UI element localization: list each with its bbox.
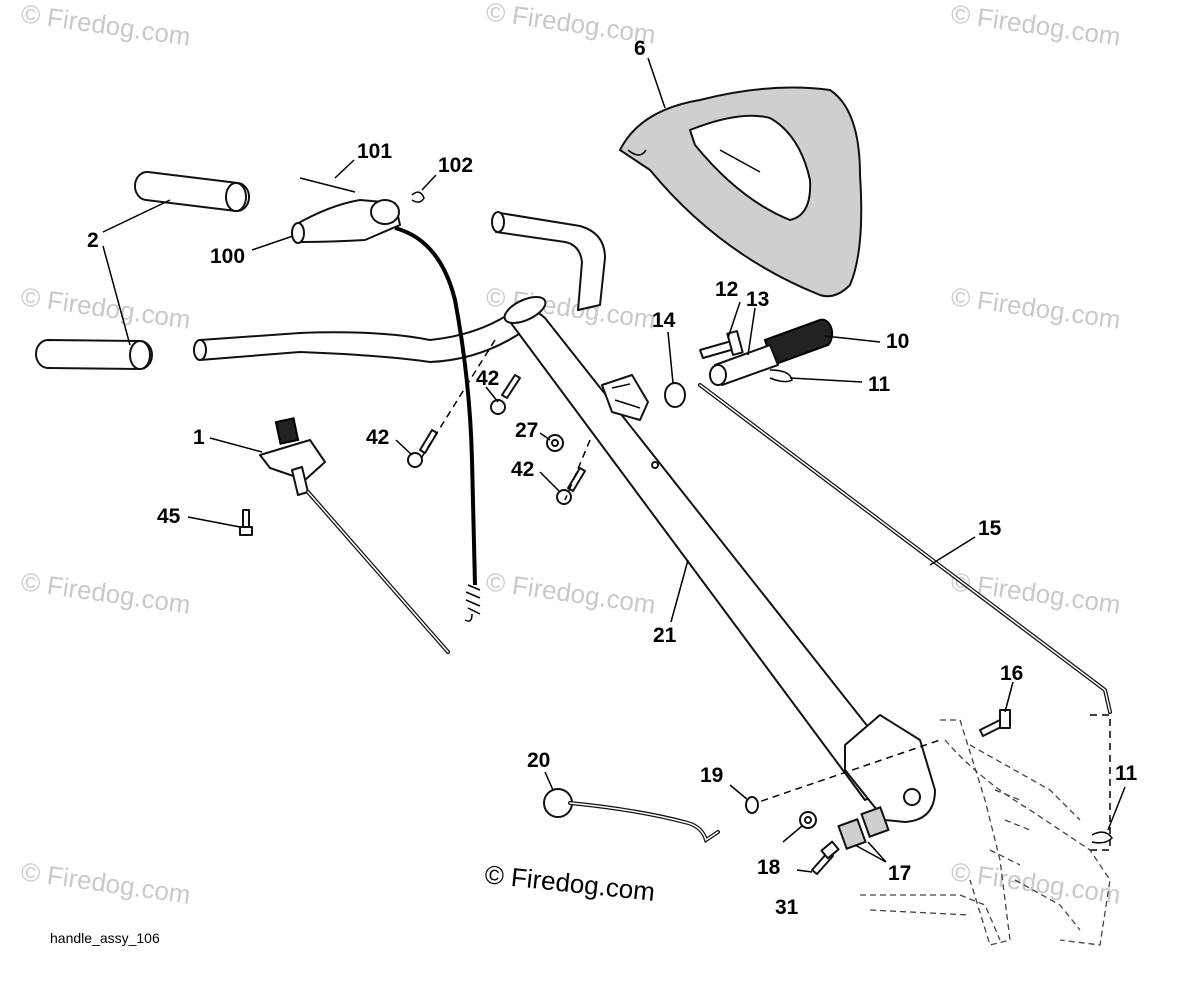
part-21-handle-tube bbox=[503, 296, 936, 823]
callout-18: 18 bbox=[757, 856, 781, 879]
part-2-grips bbox=[35, 170, 251, 370]
part-11-pin bbox=[769, 369, 1113, 844]
callout-27: 27 bbox=[515, 419, 538, 442]
watermark: © Firedog.com bbox=[949, 281, 1122, 334]
part-102-clip bbox=[411, 191, 425, 203]
callout-19: 19 bbox=[700, 764, 723, 787]
part-42-bolt bbox=[556, 467, 586, 505]
callouts: 1 2 6 10 11 11 12 13 14 15 16 17 18 19 2… bbox=[87, 37, 1138, 919]
part-27-nut bbox=[546, 434, 564, 452]
callout-16: 16 bbox=[1000, 662, 1023, 685]
callout-leaders bbox=[102, 57, 1126, 873]
part-42-bolt bbox=[407, 429, 438, 468]
watermark: © Firedog.com bbox=[19, 856, 192, 909]
dashed-lines bbox=[419, 339, 1111, 851]
callout-17: 17 bbox=[888, 862, 911, 885]
switch-bracket bbox=[601, 374, 649, 421]
part-20-shift-lever bbox=[543, 788, 720, 844]
part-101-pin bbox=[299, 177, 356, 193]
callout-6: 6 bbox=[634, 37, 646, 60]
part-13-pivot-pin bbox=[709, 344, 779, 386]
callout-1: 1 bbox=[193, 426, 205, 449]
callout-45: 45 bbox=[157, 505, 181, 528]
callout-100: 100 bbox=[210, 245, 245, 268]
watermark: © Firedog.com bbox=[19, 281, 192, 334]
callout-11: 11 bbox=[1115, 762, 1138, 785]
copyright-text: © Firedog.com bbox=[483, 859, 656, 907]
callout-13: 13 bbox=[746, 288, 769, 311]
part-16-bolt bbox=[979, 709, 1011, 737]
callout-42: 42 bbox=[476, 367, 499, 390]
callout-14: 14 bbox=[652, 309, 676, 332]
callout-102: 102 bbox=[438, 154, 473, 177]
callout-42: 42 bbox=[511, 458, 534, 481]
part-14-spacer bbox=[664, 382, 686, 408]
part-12-bolt bbox=[699, 330, 744, 359]
watermark: © Firedog.com bbox=[949, 0, 1122, 52]
watermark: © Firedog.com bbox=[484, 566, 657, 619]
part-6-console-cover bbox=[618, 86, 863, 298]
watermark: © Firedog.com bbox=[19, 0, 192, 52]
part-18-nut bbox=[799, 811, 817, 829]
part-100-control-lever bbox=[291, 199, 401, 244]
watermark: © Firedog.com bbox=[19, 566, 192, 619]
callout-21: 21 bbox=[653, 624, 677, 647]
part-1-bracket bbox=[259, 417, 450, 654]
part-45-bolt bbox=[239, 509, 253, 536]
callout-10: 10 bbox=[886, 330, 909, 353]
watermark: © Firedog.com bbox=[484, 0, 657, 50]
part-19-washer bbox=[745, 796, 759, 814]
callout-101: 101 bbox=[357, 140, 392, 163]
callout-11: 11 bbox=[868, 373, 891, 396]
watermark: © Firedog.com bbox=[949, 856, 1122, 909]
callout-12: 12 bbox=[715, 278, 738, 301]
part-31-bolt bbox=[811, 840, 840, 875]
callout-42: 42 bbox=[366, 426, 389, 449]
watermarks: © Firedog.com © Firedog.com © Firedog.co… bbox=[19, 0, 1122, 910]
frame-phantom bbox=[860, 719, 1111, 946]
part-42-bolt bbox=[490, 374, 521, 415]
cable bbox=[394, 226, 481, 622]
callout-15: 15 bbox=[978, 517, 1002, 540]
callout-31: 31 bbox=[775, 896, 799, 919]
part-17-pads bbox=[837, 806, 890, 850]
callout-2: 2 bbox=[87, 229, 99, 252]
diagram-label: handle_assy_106 bbox=[50, 930, 160, 946]
part-15-rod bbox=[698, 383, 1112, 714]
part-10-drive-grip bbox=[763, 318, 834, 367]
callout-20: 20 bbox=[527, 749, 550, 772]
